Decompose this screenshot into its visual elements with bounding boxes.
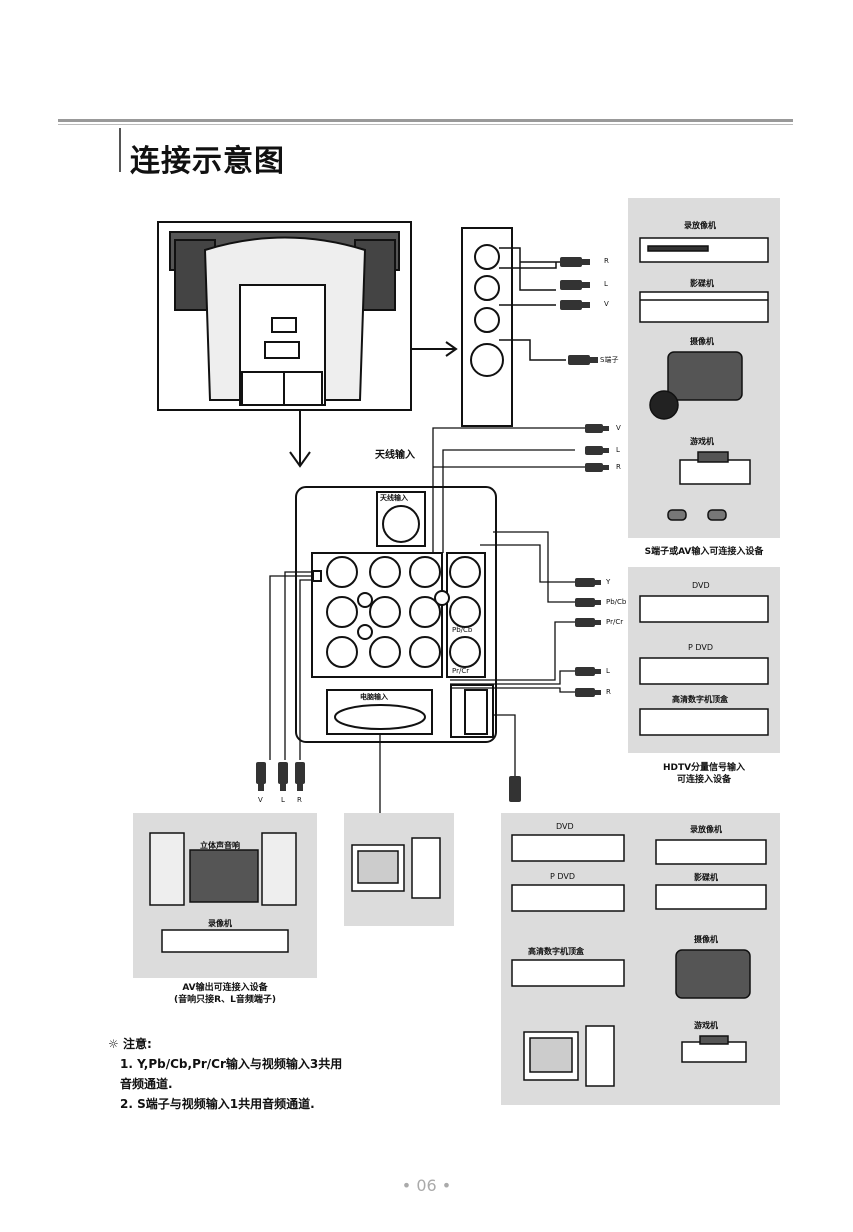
device-label-camcorder: 摄像机 [690,337,714,346]
bottom-left-caption-1: AV输出可连接入设备 [182,983,268,993]
plug-icons [560,257,609,697]
device-label-vcr: 录放像机 [684,221,716,230]
vga-label: 电脑输入 [360,693,388,701]
br-label-dvd: DVD [556,822,574,831]
av-out-label-l: L [281,796,285,804]
jack-label-l: L [604,280,608,288]
right-top-caption: S端子或AV输入可连接入设备 [644,547,764,557]
br-label-vcr: 录放像机 [690,825,722,834]
rear-connector-panel [295,486,497,743]
comp-label-l: L [606,667,610,675]
jack-label-v: V [604,300,609,308]
av-in-label-v: V [616,424,621,432]
notes-line-2: 2. S端子与视频输入1共用音频通道. [120,1097,315,1111]
comp-label-r: R [606,688,611,696]
comp-label-pb: Pb/Cb [606,598,627,606]
device-label-vcd: 影碟机 [690,279,714,288]
device-label-pdvd: P DVD [688,643,714,652]
br-label-pdvd: P DVD [550,872,576,881]
av-out-label-v: V [258,796,263,804]
idea-icon: ☼ [108,1037,123,1051]
antenna-label: 天线输入 [375,450,415,461]
device-label-stereo: 立体声音响 [200,841,240,850]
notes-block: ☼ 注意: 1. Y,Pb/Cb,Pr/Cr输入与视频输入3共用 音频通道. 2… [108,1034,342,1114]
br-label-game: 游戏机 [694,1021,718,1030]
device-label-dvd: DVD [692,581,710,590]
right-mid-caption-2: 可连接入设备 [676,775,731,785]
comp-label-pr: Pr/Cr [606,618,624,626]
device-label-game: 游戏机 [690,437,714,446]
vcr-icon [639,237,769,323]
side-jack-panel [461,227,513,427]
av-out-label-r: R [297,796,302,804]
computer-icon [351,837,441,899]
bottom-left-caption-2: (音响只接R、L音频端子) [174,995,276,1005]
header-rule-thin [58,124,793,125]
device-label-recorder: 录像机 [208,919,232,928]
notes-line-1: 1. Y,Pb/Cb,Pr/Cr输入与视频输入3共用 [120,1057,343,1071]
game-console-icon [667,451,751,521]
pbcb-label: Pb/Cb [452,626,473,634]
jack-label-s: S端子 [600,356,619,364]
br-label-camcorder: 摄像机 [694,935,718,944]
br-label-stb: 高清数字机顶盒 [528,947,584,956]
av-in-label-r: R [616,463,621,471]
title-bar [119,128,121,172]
device-label-stb: 高清数字机顶盒 [672,695,728,704]
comp-label-y: Y [606,578,611,586]
br-label-vcd: 影碟机 [694,873,718,882]
tv-rear-icon [157,221,412,411]
page-title: 连接示意图 [130,144,285,179]
notes-line-1b: 音频通道. [120,1077,173,1091]
antenna-box-label: 天线输入 [380,494,408,502]
jack-label-r: R [604,257,609,265]
av-in-label-l: L [616,446,620,454]
prcr-label: Pr/Cr [452,667,470,675]
notes-heading: ☼ 注意: [108,1037,152,1051]
camcorder-icon [649,351,743,420]
header-rule [58,119,793,122]
right-mid-caption-1: HDTV分量信号输入 [662,763,746,773]
page-number: • 06 • [401,1176,452,1195]
